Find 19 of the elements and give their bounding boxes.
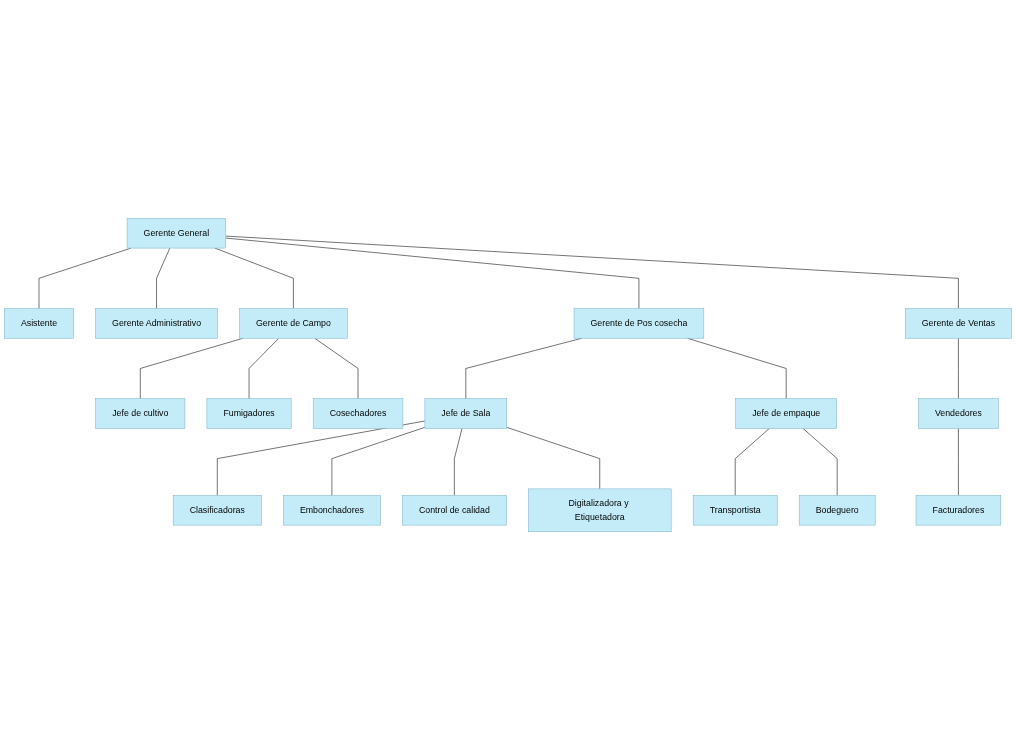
node-box: Transportista (692, 495, 778, 526)
node-box: Asistente (4, 308, 74, 339)
node-box: Clasificadoras (172, 495, 262, 526)
node-box: Jefe de Sala (424, 398, 508, 430)
node-box: Gerente General (126, 218, 226, 249)
node-box: Gerente de Ventas (904, 308, 1012, 339)
node-box: Gerente Administrativo (95, 308, 218, 339)
node-box: Facturadores (915, 495, 1002, 526)
node-box: Gerente de Campo (239, 308, 348, 339)
node-box: Bodeguero (798, 495, 876, 526)
node-box: Fumigadores (206, 398, 292, 430)
node-box: Digitalizadora y Etiquetadora (528, 489, 672, 533)
node-box: Cosechadores (312, 398, 404, 430)
node-box: Jefe de cultivo (95, 398, 186, 430)
node-box: Vendedores (918, 398, 999, 430)
node-box: Embonchadores (283, 495, 381, 526)
node-box: Gerente de Pos cosecha (573, 308, 705, 339)
node-box: Control de calidad (402, 495, 507, 526)
node-box: Jefe de empaque (735, 398, 837, 430)
